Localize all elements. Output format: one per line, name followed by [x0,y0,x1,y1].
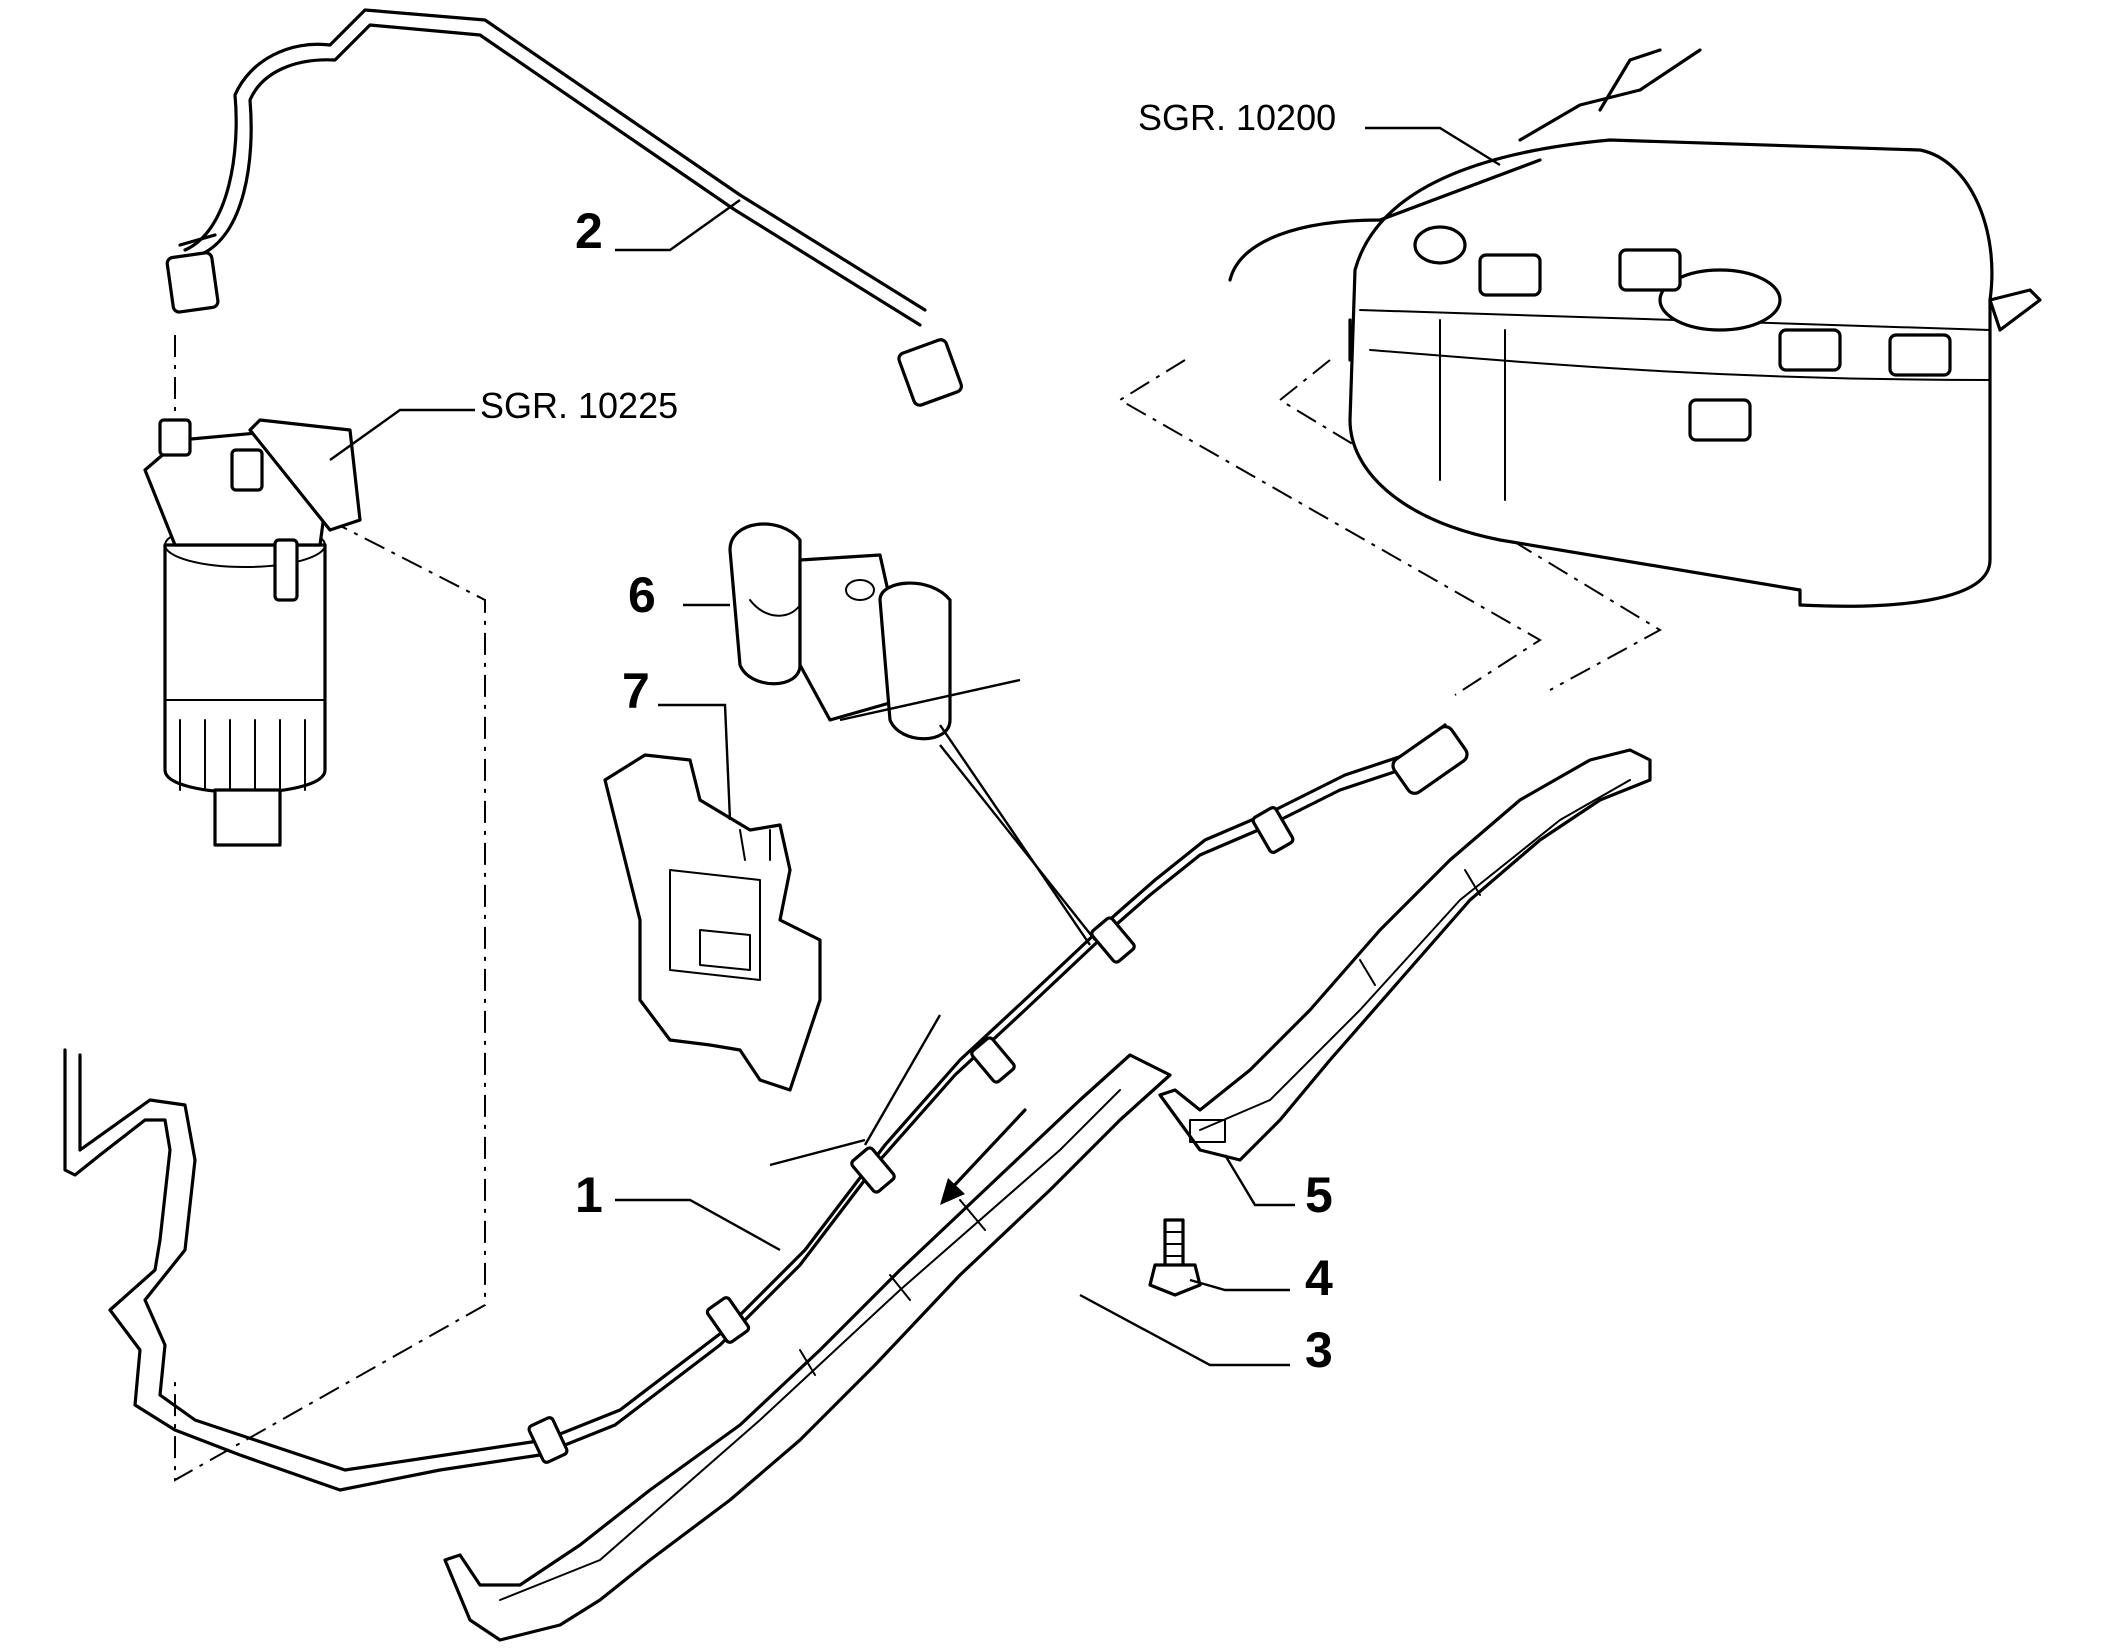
part-2-fuel-hose [165,8,963,407]
part-6-double-clip [728,522,952,741]
callout-6: 6 [628,567,656,623]
ref-sgr-10225: SGR. 10225 [480,385,678,426]
assembly-dash-lines [174,335,1663,1482]
part-7-bracket [603,753,822,1092]
part-5-cover [1158,748,1652,1162]
pipe-clips [527,806,1295,1464]
callout-2: 2 [575,203,603,259]
part-1-fuel-lines [63,723,1469,1492]
direction-arrow [940,1108,1027,1205]
fuel-filter-assembly [143,418,362,847]
callout-3: 3 [1305,1322,1333,1378]
fuel-tank [1228,48,2042,608]
part-4-bolt [1148,1218,1202,1297]
callout-leaders [329,126,1501,1367]
callout-7: 7 [622,663,650,719]
detail-reference-lines [769,678,1096,1167]
callout-5: 5 [1305,1167,1333,1223]
part-3-cover [443,1053,1172,1642]
ref-sgr-10200: SGR. 10200 [1138,97,1336,138]
callout-1: 1 [575,1167,603,1223]
callout-4: 4 [1305,1250,1333,1306]
